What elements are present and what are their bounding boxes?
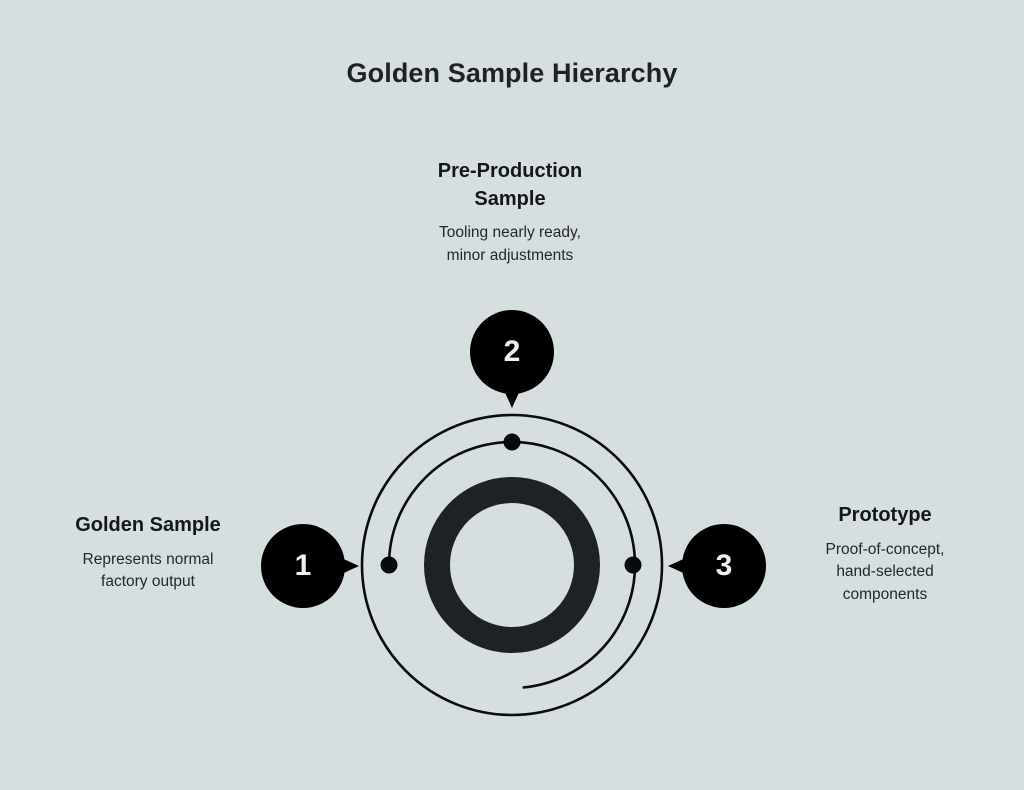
callout-title: Golden Sample bbox=[75, 514, 221, 536]
badge-marker-3[interactable]: 3 bbox=[668, 524, 766, 608]
callout-description: Proof-of-concept, hand-selected componen… bbox=[760, 539, 1010, 606]
callout-title-line-2: Sample bbox=[474, 187, 546, 210]
callout-description: Tooling nearly ready, minor adjustments bbox=[352, 222, 668, 267]
callout-description: Represents normal factory output bbox=[18, 549, 278, 594]
callout-desc-line-3: components bbox=[842, 585, 928, 603]
node-dot-right bbox=[624, 556, 642, 574]
callout-title: Pre-Production Sample bbox=[352, 158, 668, 213]
node-dot-top bbox=[503, 433, 521, 451]
badge-pin-shape bbox=[261, 524, 359, 608]
callout-desc-line-2: hand-selected bbox=[836, 563, 934, 581]
badge-pin-shape bbox=[470, 310, 554, 408]
callout-desc-line-1: Proof-of-concept, bbox=[825, 540, 945, 558]
middle-ring-arc bbox=[387, 440, 637, 689]
callout-desc-line-1: Represents normal bbox=[82, 550, 214, 568]
badge-pin-shape bbox=[668, 524, 766, 608]
callout-prototype: Prototype Proof-of-concept, hand-selecte… bbox=[760, 502, 1010, 606]
badge-marker-2[interactable]: 2 bbox=[470, 310, 554, 408]
badge-number: 2 bbox=[503, 334, 521, 368]
callout-title: Prototype bbox=[838, 504, 932, 526]
outer-ring-circle bbox=[360, 413, 664, 717]
callout-title-line-1: Pre-Production bbox=[437, 160, 583, 182]
badge-number: 3 bbox=[715, 548, 733, 582]
callout-golden-sample: Golden Sample Represents normal factory … bbox=[18, 512, 278, 594]
core-ring bbox=[424, 477, 600, 653]
callout-desc-line-2: minor adjustments bbox=[446, 246, 574, 264]
callout-pre-production-sample: Pre-Production Sample Tooling nearly rea… bbox=[352, 158, 668, 267]
badge-number: 1 bbox=[294, 548, 312, 582]
callout-desc-line-1: Tooling nearly ready, bbox=[439, 224, 581, 242]
badge-marker-1[interactable]: 1 bbox=[261, 524, 359, 608]
page-title: Golden Sample Hierarchy bbox=[346, 58, 678, 88]
node-dot-left bbox=[380, 556, 398, 574]
callout-desc-line-2: factory output bbox=[101, 573, 195, 591]
